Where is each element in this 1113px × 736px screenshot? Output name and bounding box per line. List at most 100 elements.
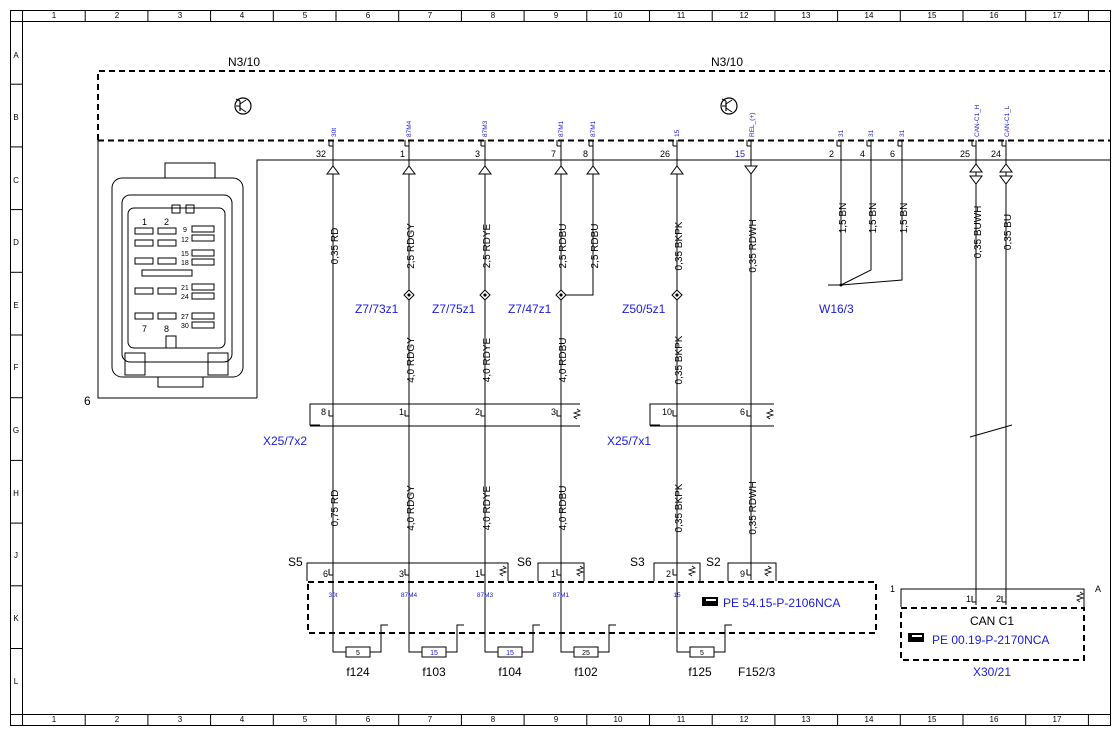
connector-label: X25/7x1: [607, 434, 651, 448]
splice-label: Z7/47z1: [508, 302, 552, 316]
fuse-box-label: F152/3: [738, 665, 776, 679]
column-label: 7: [428, 715, 433, 724]
connector-pin: 1: [551, 569, 556, 579]
column-label: 1: [52, 11, 57, 20]
connector-pin: 3: [551, 407, 556, 417]
column-label: 11: [677, 715, 686, 724]
can-box-ref-link[interactable]: PE 00.19-P-2170NCA: [932, 633, 1049, 647]
fuse-rating: 15: [506, 650, 514, 657]
connector-name: S3: [630, 555, 645, 569]
row-label: F: [14, 363, 19, 372]
column-label: 10: [614, 11, 623, 20]
wire-label: 0,35 RDWH: [748, 219, 759, 272]
signal-arrows: [326, 163, 1013, 185]
row-label: B: [13, 113, 18, 122]
row-label: J: [14, 551, 18, 560]
column-ticks: [84, 10, 1089, 726]
pin-signal: 87M4: [406, 120, 413, 137]
splice-label: Z50/5z1: [622, 302, 666, 316]
connector-x25-7x2: 8 1 2 3 X25/7x2: [263, 403, 581, 448]
pin-signal: 15: [673, 592, 681, 599]
connector-view-label: 6: [84, 394, 91, 408]
fuse-box-f152-3: S5 S6 S3 S2 6 3 1 1 2 9 30t 87M4 87M3 87…: [288, 555, 877, 634]
pin-signal: 15: [674, 129, 681, 137]
connector-pin: 2: [996, 594, 1001, 604]
module-label-left: N3/10: [228, 55, 260, 69]
fuse-box-ref-link[interactable]: PE 54.15-P-2106NCA: [723, 596, 840, 610]
column-label: 5: [303, 11, 308, 20]
column-labels-top: 1 2 3 4 5 6 7 8 9 10 11 12 13 14 15 16 1…: [52, 11, 1062, 20]
pin-number: 24: [991, 149, 1001, 159]
column-label: 4: [240, 715, 245, 724]
connector-pin: 1: [966, 594, 971, 604]
column-label: 7: [428, 11, 433, 20]
wire-label: 0,35 BKPK: [674, 221, 685, 270]
corner-label: A: [1095, 584, 1101, 594]
module-label-right: N3/10: [711, 55, 743, 69]
connector-view: [111, 162, 244, 388]
wire-label: 1,5 BN: [899, 203, 910, 234]
cavity-number: 15: [181, 251, 189, 258]
fuse-rating: 15: [430, 650, 438, 657]
connector-pin: 1: [399, 407, 404, 417]
row-label: G: [13, 426, 19, 435]
cavity-number: 30: [181, 323, 189, 330]
wire-label: 4,0 RDBU: [558, 485, 569, 530]
fuse-values: 5 15 15 25 5: [356, 650, 704, 657]
column-label: 8: [491, 11, 496, 20]
column-label: 6: [366, 11, 371, 20]
wire-label: 2,5 RDBU: [558, 223, 569, 268]
row-labels: A B C D E F G H J K L: [13, 51, 19, 686]
upper-wire-labels: 0,35 RD 2,5 RDGY 2,5 RDYE 2,5 RDBU 2,5 R…: [330, 203, 1014, 273]
splice-points: [403, 283, 843, 301]
connector-name: S5: [288, 555, 303, 569]
can-box-title: CAN C1: [970, 614, 1014, 628]
pin-signal: 87M1: [558, 120, 565, 137]
wire-label: 0,35 RDWH: [748, 481, 759, 534]
pin-signal: 87M1: [590, 120, 597, 137]
wire-label: 2,5 RDGY: [406, 223, 417, 269]
pin-number: 26: [660, 149, 670, 159]
fuse-name: f102: [574, 665, 598, 679]
transistor-icon: [720, 97, 738, 115]
row-label: A: [13, 51, 19, 60]
splice-label: Z7/75z1: [432, 302, 476, 316]
connector-pin: 2: [666, 569, 671, 579]
fuses: [332, 624, 732, 658]
column-label: 2: [115, 715, 120, 724]
connector-pin: 6: [740, 407, 745, 417]
column-label: 3: [178, 11, 183, 20]
frame: [10, 10, 1111, 726]
column-label: 12: [740, 715, 749, 724]
pin-signal: 87M1: [553, 592, 570, 599]
column-label: 4: [240, 11, 245, 20]
cavity-number: 9: [183, 227, 187, 234]
row-ticks: [10, 83, 22, 649]
fuse-name: f125: [688, 665, 712, 679]
wire-label: 4,0 RDYE: [482, 485, 493, 530]
can-box-label: X30/21: [973, 665, 1011, 679]
module-n3-10: N3/10 N3/10: [97, 55, 1110, 399]
row-label: H: [13, 489, 19, 498]
wire-label: 0,75 RD: [330, 490, 341, 527]
connector-x25-7x1: 10 6 X25/7x1: [607, 403, 774, 448]
column-label: 16: [990, 715, 999, 724]
cavity-number: 24: [181, 294, 189, 301]
row-label: E: [13, 301, 18, 310]
wire-label: 4,0 RDGY: [406, 485, 417, 531]
pin-number: 32: [316, 149, 326, 159]
splice-label: W16/3: [819, 302, 854, 316]
fuse-names: f124 f103 f104 f102 f125 F152/3: [346, 665, 775, 679]
pin-number: 1: [400, 149, 405, 159]
row-label: K: [13, 614, 19, 623]
pin-number: 2: [829, 149, 834, 159]
column-label: 13: [802, 715, 811, 724]
wire-label: 2,5 RDYE: [482, 223, 493, 268]
cavity-number: 27: [181, 314, 189, 321]
column-label: 6: [366, 715, 371, 724]
top-pin-numbers: 32 1 3 7 8 26 15 2 4 6 25 24: [316, 149, 1001, 159]
pin-number: 8: [583, 149, 588, 159]
fuse-name: f103: [422, 665, 446, 679]
cavity-number: 8: [164, 324, 169, 334]
column-label: 9: [554, 11, 559, 20]
